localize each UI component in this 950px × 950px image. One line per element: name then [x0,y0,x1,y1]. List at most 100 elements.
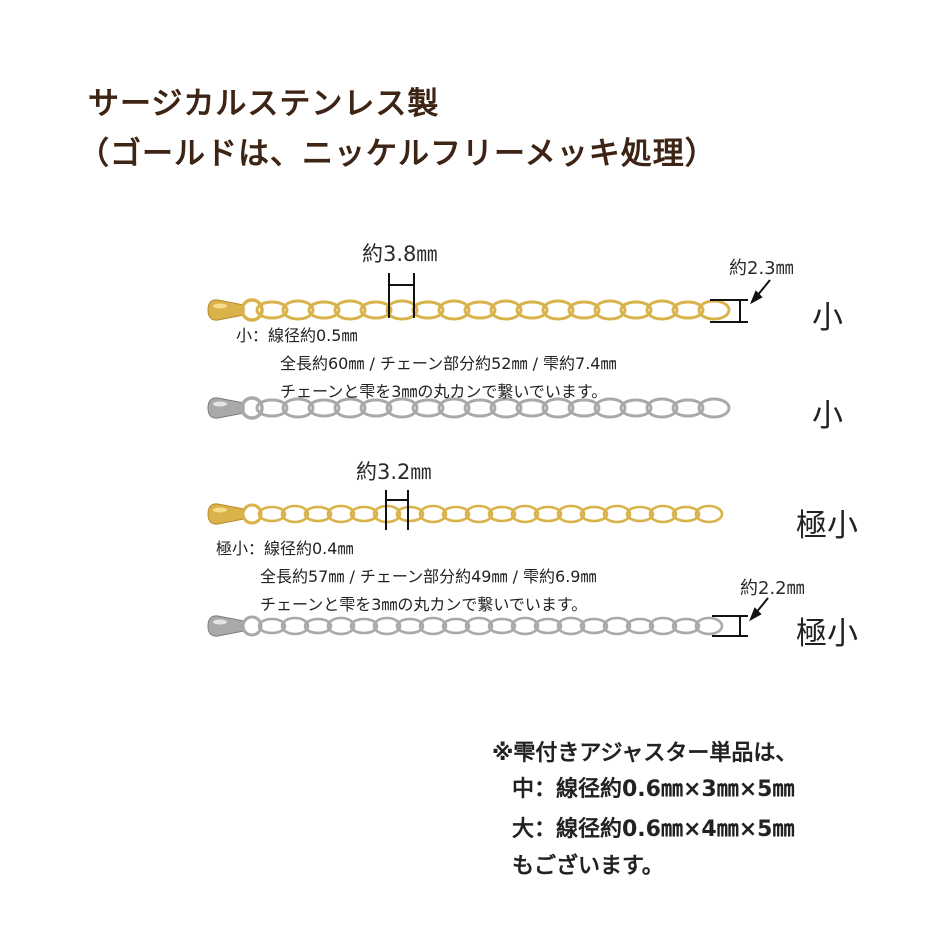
chain-link [510,504,540,524]
chain-link [579,617,609,635]
footer-closing: もございます。 [512,854,664,879]
chain-link [464,616,494,636]
spec-length-small: 全長約60㎜ / チェーン部分約52㎜ / 雫約7.4㎜ [280,354,617,373]
chain-link [487,505,517,523]
chain-link [333,299,367,321]
link-length-marker-small [388,273,415,318]
chain-link [671,505,701,523]
page-subtitle: （ゴールドは、ニッケルフリーメッキ処理） [78,136,717,172]
chain-link [567,300,601,320]
chain-link [255,398,289,418]
chain-link [385,397,419,419]
chain-link [395,617,425,635]
drop-highlight [213,401,227,407]
spec-wire-extra-small: 極小：線径約0.4㎜ [216,539,354,558]
footer-note-heading: ※雫付きアジャスター単品は、 [492,741,798,766]
chain-link [359,300,393,320]
size-label-silver-extra-small: 極小 [796,616,858,652]
size-label-silver-small: 小 [812,398,843,434]
chain-link [437,397,471,419]
chain-link [333,397,367,419]
chain-link [463,398,497,418]
chain-link [510,616,540,636]
size-label-gold-extra-small: 極小 [796,508,858,544]
chain-link [533,617,563,635]
drop-highlight [213,507,227,513]
chain-link [437,299,471,321]
chain-link [280,504,310,524]
chain-link [593,397,627,419]
chain-link [359,398,393,418]
chain-gold-extra-small [207,503,724,525]
link-length-label-extra-small: 約3.2㎜ [356,460,432,484]
chain-link [541,299,575,321]
chain-link [697,397,731,419]
chain-link [515,398,549,418]
chain-link [307,398,341,418]
chain-link [411,398,445,418]
chain-link [619,300,653,320]
chain-link [489,299,523,321]
chain-link [602,616,632,636]
footer-large-spec: 大：線径約0.6㎜×4㎜×5㎜ [512,817,795,842]
link-width-marker-small [710,279,771,323]
chain-link [326,616,356,636]
chain-link [280,616,310,636]
jump-ring [241,615,263,637]
size-label-gold-small: 小 [812,300,843,336]
chain-link [255,300,289,320]
drop-pendant [207,397,245,419]
spec-length-extra-small: 全長約57㎜ / チェーン部分約49㎜ / 雫約6.9㎜ [260,567,597,586]
drop-highlight [213,619,227,625]
chain-link [645,299,679,321]
chain-link [671,300,705,320]
chain-link [694,504,724,524]
chain-link [326,504,356,524]
spec-ring-small: チェーンと雫を3㎜の丸カンで繋いでいます。 [280,382,608,401]
chain-link [281,397,315,419]
chain-link [541,397,575,419]
chain-link [303,505,333,523]
chain-link [619,398,653,418]
chain-link [463,300,497,320]
chain-link [418,616,448,636]
chain-link [556,616,586,636]
chain-link [487,617,517,635]
chain-link [625,617,655,635]
page-title: サージカルステンレス製 [88,86,440,122]
chain-link [515,300,549,320]
chain-link [395,505,425,523]
chain-link [257,505,287,523]
chain-gold-small [207,298,731,322]
drop-highlight [213,303,227,309]
drop-pendant [207,615,245,637]
link-length-label-small: 約3.8㎜ [362,242,438,266]
link-width-label-extra-small: 約2.2㎜ [740,578,805,599]
chain-link [648,616,678,636]
drop-pendant [207,503,245,525]
spec-ring-extra-small: チェーンと雫を3㎜の丸カンで繋いでいます。 [260,595,588,614]
jump-ring [241,503,263,525]
chain-link [593,299,627,321]
chain-link [579,505,609,523]
chain-link [645,397,679,419]
chain-silver-extra-small [207,615,724,637]
chain-link [349,617,379,635]
link-width-marker-extra-small [712,597,769,637]
chain-link [671,617,701,635]
chain-link [567,398,601,418]
chain-link [307,300,341,320]
link-width-label-small: 約2.3㎜ [729,258,794,279]
chain-link [281,299,315,321]
chain-link [694,616,724,636]
jump-ring [240,396,264,420]
chain-link [303,617,333,635]
chain-link [441,617,471,635]
chain-link [349,505,379,523]
chain-link [257,617,287,635]
link-length-marker-extra-small [385,490,409,530]
chain-link [489,397,523,419]
chain-link [602,504,632,524]
chain-link [441,505,471,523]
